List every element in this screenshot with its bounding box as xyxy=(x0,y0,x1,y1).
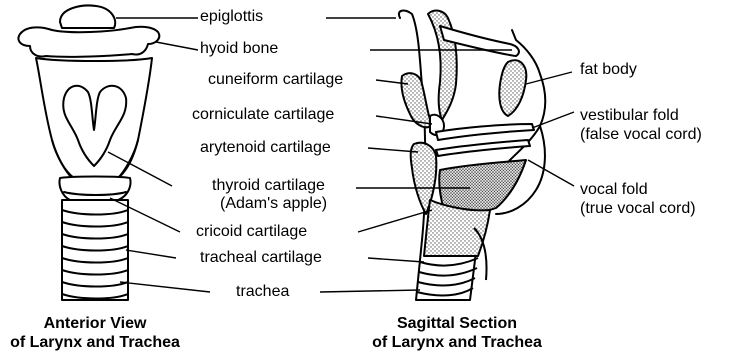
label-fat-body: fat body xyxy=(580,61,637,79)
label-trachea: trachea xyxy=(236,283,289,301)
caption-sagittal-line1: Sagittal Section xyxy=(352,314,562,333)
caption-sagittal-section: Sagittal Section of Larynx and Trachea xyxy=(352,314,562,352)
caption-sagittal-line2: of Larynx and Trachea xyxy=(352,333,562,352)
anterior-hyoid-bone xyxy=(18,27,159,57)
leader-trachea-right xyxy=(320,290,420,292)
caption-anterior-line1: Anterior View xyxy=(0,314,190,333)
anterior-epiglottis xyxy=(60,6,115,28)
caption-anterior-view: Anterior View of Larynx and Trachea xyxy=(0,314,190,352)
label-vocal-fold: vocal fold xyxy=(580,181,648,199)
leader-trachea-left xyxy=(120,282,210,292)
label-epiglottis: epiglottis xyxy=(200,8,263,26)
leader-tracheal-cartilage-left xyxy=(126,250,176,258)
label-thyroid-cartilage: thyroid cartilage xyxy=(212,177,325,195)
leader-vocal-fold xyxy=(528,160,574,186)
leader-cricoid-right xyxy=(358,210,432,232)
label-thyroid-cartilage-alt: (Adam's apple) xyxy=(220,195,327,213)
label-vestibular-fold-alt: (false vocal cord) xyxy=(580,126,702,144)
label-cuneiform-cartilage: cuneiform cartilage xyxy=(208,71,343,89)
label-tracheal-cartilage: tracheal cartilage xyxy=(200,249,322,267)
caption-anterior-line2: of Larynx and Trachea xyxy=(0,333,190,352)
leader-tracheal-cartilage-right xyxy=(368,258,424,262)
label-hyoid-bone: hyoid bone xyxy=(200,40,278,58)
sagittal-section-drawing xyxy=(399,11,545,300)
label-vestibular-fold: vestibular fold xyxy=(580,107,679,125)
label-cricoid-cartilage: cricoid cartilage xyxy=(196,223,307,241)
leader-hyoid-left xyxy=(156,42,198,50)
label-corniculate-cartilage: corniculate cartilage xyxy=(192,106,334,124)
anterior-cricoid-cartilage xyxy=(59,177,130,201)
label-arytenoid-cartilage: arytenoid cartilage xyxy=(200,139,331,157)
label-vocal-fold-alt: (true vocal cord) xyxy=(580,200,696,218)
